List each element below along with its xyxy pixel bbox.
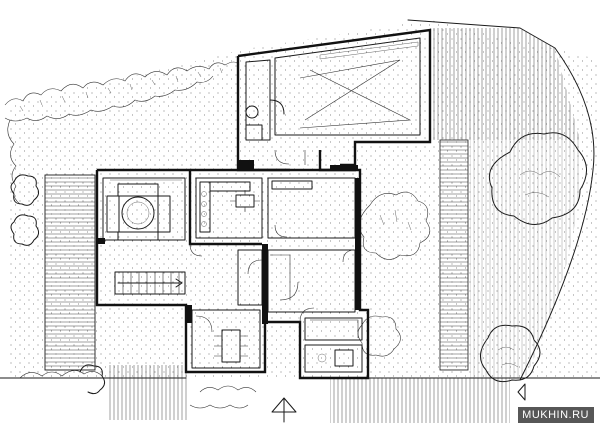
terrace-upper-right (430, 28, 580, 140)
hatched-edge-right (470, 140, 581, 378)
direction-marker (517, 383, 526, 401)
garage-wing (236, 28, 432, 167)
hedge-top-texture (19, 67, 223, 112)
staircase (114, 271, 186, 295)
living-room-furniture (106, 179, 182, 241)
paving-bottom-right (330, 378, 510, 423)
terrace-bottom (108, 365, 188, 420)
tree-left-2 (10, 214, 40, 246)
dining-table (195, 315, 248, 363)
main-house (95, 160, 370, 380)
hedge-bottom (189, 385, 257, 409)
kitchen-furniture (199, 181, 260, 233)
entrance-arrow (271, 397, 297, 423)
hedge-top (4, 61, 240, 122)
shrub-right-cluster (357, 191, 431, 357)
watermark: MUKHIN.RU (518, 407, 594, 423)
door-swings (189, 243, 356, 323)
tree-left-1 (10, 174, 40, 206)
terrace-left (44, 174, 96, 371)
hedge-lower-left (19, 370, 103, 379)
room-right-fittings (270, 180, 359, 367)
garden-steps-right (439, 139, 469, 371)
hedge-left (7, 119, 21, 205)
